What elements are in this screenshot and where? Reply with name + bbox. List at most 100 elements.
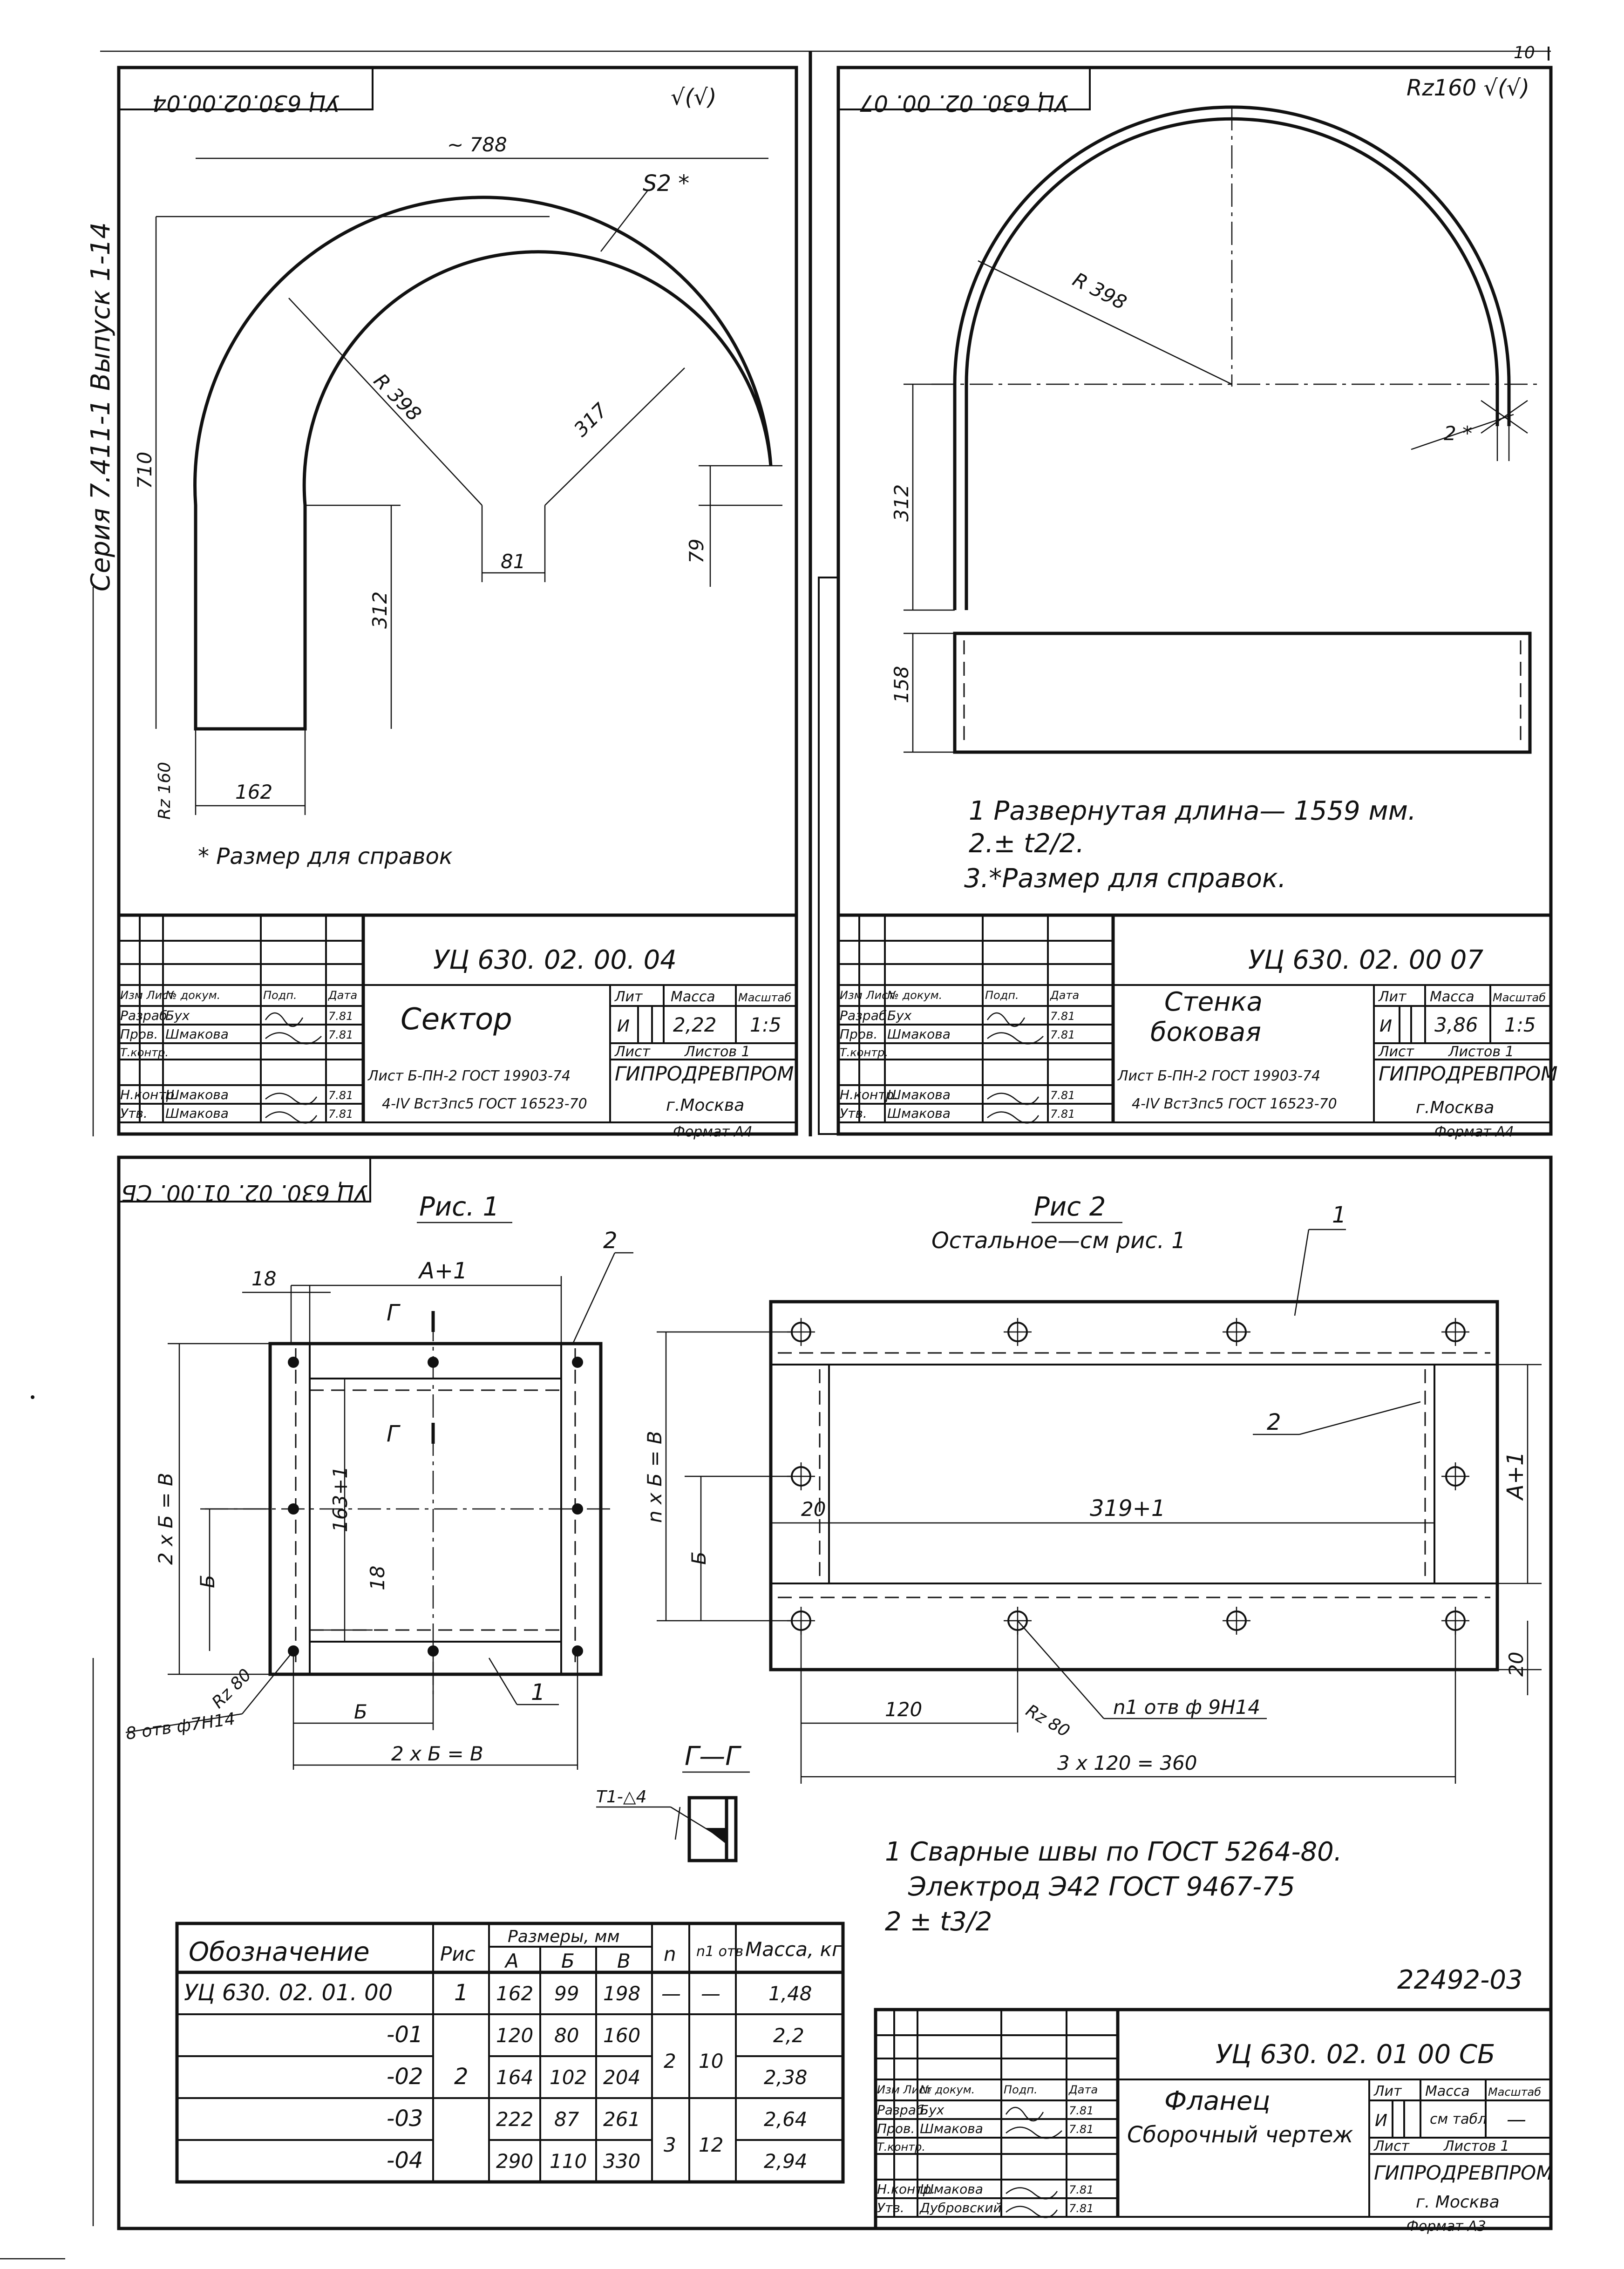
- leader-holes-fig2: [1017, 1620, 1104, 1719]
- dim-788: ~ 788: [447, 133, 507, 156]
- drawing-c: УЦ 630. 02. 01.00. СБ Рис. 1 18: [117, 1155, 1553, 2235]
- dim-18b: 18: [366, 1566, 389, 1590]
- hole: [288, 1503, 299, 1515]
- tb-b-code: УЦ 630. 02. 00 07: [1248, 945, 1483, 975]
- tb-a-code: УЦ 630. 02. 00. 04: [433, 945, 677, 975]
- variants-table: Обозначение Рис Размеры, мм А Б В n n1 о…: [175, 1922, 845, 2184]
- tb-c-r2-name: Шмакова: [920, 2121, 983, 2136]
- tb-b-mat1: Лист Б-ПН-2 ГОСТ 19903-74: [1117, 1068, 1320, 1084]
- leader-1-fig2: [1294, 1229, 1310, 1316]
- dim-nxb: n x Б = В: [643, 1431, 666, 1523]
- tb-b-r5-role: Утв.: [840, 1106, 867, 1121]
- td-n: 3: [664, 2133, 676, 2156]
- td-fig: 1: [454, 1980, 469, 2006]
- dim-317-line: [544, 367, 685, 506]
- td-b: 110: [550, 2150, 587, 2173]
- td-fig: 2: [454, 2064, 469, 2090]
- note-c-3: 2 ± t3/2: [885, 1907, 992, 1937]
- dim-r398: R 398: [369, 369, 426, 425]
- tb-b-lit: И: [1379, 1017, 1392, 1036]
- archive-strip-b: [818, 577, 839, 1135]
- th-a: А: [504, 1950, 519, 1972]
- fig1-title: Рис. 1: [419, 1192, 499, 1222]
- weld-leader-2: [674, 1807, 681, 1840]
- dim-312: 312: [368, 591, 391, 629]
- td-n1: 12: [699, 2133, 723, 2156]
- td-code: -03: [387, 2106, 423, 2132]
- td-code: -01: [387, 2022, 423, 2048]
- code-box-c: [118, 1156, 371, 1202]
- tb-b-sheets: Листов 1: [1448, 1044, 1514, 1060]
- tb-c-r1-date: 7.81: [1069, 2104, 1094, 2117]
- td-a: 162: [496, 1982, 533, 2005]
- dim-b-fig2: Б: [687, 1551, 710, 1565]
- dim-710: 710: [133, 452, 156, 489]
- dim-r398-b: R 398: [1069, 268, 1130, 314]
- rz80-fig1: Rz 80: [208, 1665, 255, 1712]
- hole: [428, 1357, 439, 1368]
- tb-a-org: ГИПРОДРЕВПРОМ: [615, 1062, 794, 1085]
- th-mass: Масса, кг: [745, 1938, 843, 1961]
- dim-20a: 20: [801, 1498, 826, 1521]
- title-block-a: УЦ 630. 02. 00. 04 Сектор Лит Масса Масш…: [117, 913, 798, 1140]
- td-a: 290: [496, 2150, 533, 2173]
- tb-a-format: Формат А4: [673, 1124, 753, 1140]
- td-v: 261: [603, 2108, 640, 2131]
- tb-b-r1-date: 7.81: [1050, 1010, 1075, 1023]
- tb-a-r5-role: Утв.: [120, 1106, 148, 1121]
- tb-c-r0-date: Дата: [1068, 2083, 1098, 2096]
- th-n: n: [664, 1943, 676, 1965]
- tb-c-r0-name: № докум.: [919, 2083, 975, 2096]
- developed-strip: [953, 632, 1532, 754]
- tb-c-r3-role: Т.контр.: [877, 2140, 925, 2154]
- th-dims: Размеры, мм: [508, 1927, 620, 1946]
- tb-c-r5-role: Утв.: [877, 2200, 904, 2215]
- tb-a-lit: И: [617, 1017, 630, 1036]
- th-fig: Рис: [440, 1943, 476, 1965]
- tb-a-mat2: 4-IV Вст3пс5 ГОСТ 16523-70: [382, 1096, 587, 1112]
- td-v: 204: [603, 2066, 640, 2089]
- td-mass: 2,94: [764, 2150, 808, 2173]
- leader-2-fig1: [572, 1252, 616, 1344]
- tb-b-org: ГИПРОДРЕВПРОМ: [1379, 1062, 1557, 1085]
- tb-b-r0-sign: Подп.: [985, 989, 1019, 1002]
- series-label: Серия 7.411-1 Выпуск 1-14: [86, 222, 116, 591]
- tb-a-city: г.Москва: [666, 1096, 744, 1115]
- dim-s2: S2 *: [643, 170, 689, 197]
- code-c-rotated: УЦ 630. 02. 01.00. СБ: [121, 1180, 368, 1206]
- weld-leader: [670, 1806, 713, 1834]
- td-b: 87: [554, 2108, 579, 2131]
- note-a: * Размер для справок: [198, 843, 453, 870]
- dim-b-h: Б: [354, 1700, 367, 1723]
- fig2-subtitle: Остальное—см рис. 1: [931, 1228, 1186, 1254]
- dim-r398-line: [288, 298, 482, 506]
- td-code: -04: [387, 2147, 423, 2174]
- fig1-section-mark-2: Г: [387, 1421, 401, 1447]
- td-v: 198: [603, 1982, 640, 2005]
- tb-a-r1-name: Бух: [165, 1008, 190, 1023]
- td-code: УЦ 630. 02. 01. 00: [184, 1980, 393, 2006]
- leader-2: [1411, 414, 1514, 450]
- tb-a-name: Сектор: [401, 1002, 512, 1037]
- tb-b-mat2: 4-IV Вст3пс5 ГОСТ 16523-70: [1132, 1096, 1337, 1112]
- tb-b-r4-role: Н.контр.: [840, 1087, 898, 1102]
- td-v: 330: [603, 2150, 640, 2173]
- tb-a-r3-role: Т.контр.: [120, 1046, 169, 1059]
- tb-a-r4-date: 7.81: [328, 1089, 353, 1102]
- tb-b-city: г.Москва: [1416, 1098, 1494, 1117]
- dim-162: 162: [235, 781, 272, 803]
- tb-c-code: УЦ 630. 02. 01 00 СБ: [1216, 2039, 1495, 2070]
- tb-b-r2-date: 7.81: [1050, 1028, 1075, 1041]
- tb-b-name1: Стенка: [1164, 987, 1263, 1017]
- leader-holes-fig1: [242, 1651, 294, 1714]
- tb-c-h-lit: Лит: [1373, 2083, 1402, 2099]
- note-c-1: 1 Сварные швы по ГОСТ 5264-80.: [885, 1837, 1342, 1867]
- td-a: 222: [496, 2108, 533, 2131]
- tb-a-r5-date: 7.81: [328, 1107, 353, 1121]
- tb-c-r4-role: Н.контр.: [877, 2181, 935, 2197]
- tb-a-mat1: Лист Б-ПН-2 ГОСТ 19903-74: [367, 1068, 571, 1084]
- tb-c-r0-role: Изм Лист: [877, 2083, 932, 2096]
- dim-r398-line-b: [978, 260, 1232, 385]
- tb-b-r2-role: Пров.: [840, 1026, 877, 1042]
- tb-a-r0-name: № докум.: [164, 989, 220, 1002]
